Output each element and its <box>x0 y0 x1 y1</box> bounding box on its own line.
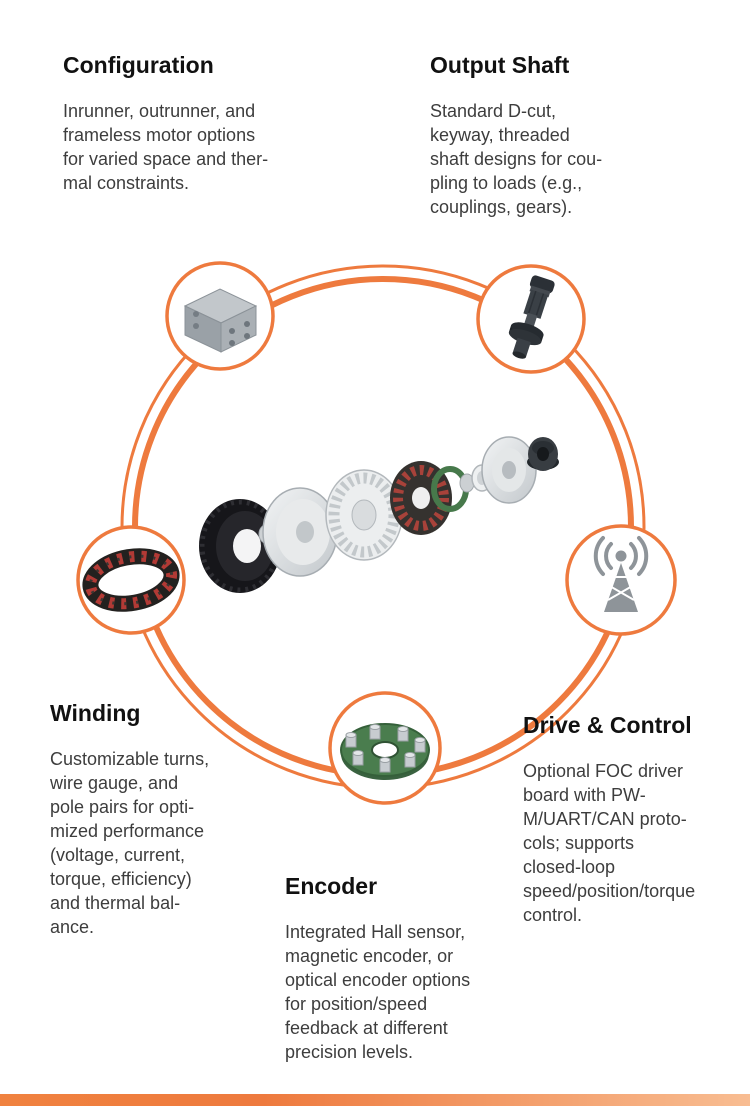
section-winding: Winding Customizable turns, wire gauge, … <box>50 698 290 939</box>
node-drive-control <box>565 524 677 636</box>
section-drive-control: Drive & Control Optional FOC driver boar… <box>523 710 748 927</box>
configuration-body: Inrunner, outrunner, and frameless motor… <box>63 101 269 193</box>
winding-title: Winding <box>50 700 141 726</box>
drive-control-body: Optional FOC driver board with PW- M/UAR… <box>523 761 696 925</box>
signal-tower-icon <box>593 536 649 612</box>
drive-control-title: Drive & Control <box>523 712 692 738</box>
frameless-motor-icon <box>183 288 258 353</box>
stator-winding-icon <box>82 548 180 612</box>
footer-gradient-bar <box>0 1094 750 1106</box>
node-encoder <box>328 691 442 805</box>
end-disc-part <box>481 436 537 504</box>
output-shaft-icon <box>508 275 555 359</box>
node-configuration <box>165 261 275 371</box>
lamination-stack-part <box>325 469 403 561</box>
output-shaft-title: Output Shaft <box>430 52 570 78</box>
section-encoder: Encoder Integrated Hall sensor, magnetic… <box>285 871 545 1064</box>
output-shaft-body: Standard D-cut, keyway, threaded shaft d… <box>430 101 603 217</box>
bell-housing-part <box>262 487 338 577</box>
node-winding <box>76 525 186 635</box>
section-configuration: Configuration Inrunner, outrunner, and f… <box>63 50 333 195</box>
node-output-shaft <box>476 264 586 374</box>
section-output-shaft: Output Shaft Standard D-cut, keyway, thr… <box>430 50 680 219</box>
capacitors <box>345 724 426 773</box>
rotor-ring-part <box>199 499 281 593</box>
configuration-title: Configuration <box>63 52 214 78</box>
winding-body: Customizable turns, wire gauge, and pole… <box>50 749 210 937</box>
flanged-hub-part <box>527 437 559 471</box>
exploded-motor-assembly <box>199 436 559 593</box>
encoder-board-icon <box>340 723 430 780</box>
encoder-body: Integrated Hall sensor, magnetic encoder… <box>285 922 471 1062</box>
encoder-title: Encoder <box>285 873 378 899</box>
